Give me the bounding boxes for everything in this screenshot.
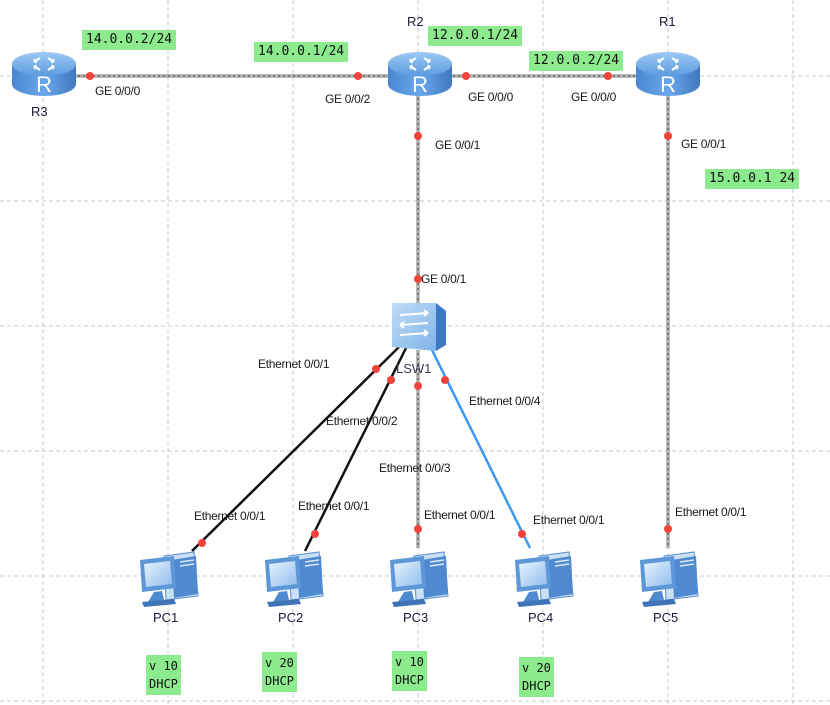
port-label-pc3-e001: Ethernet 0/0/1 [424, 508, 496, 522]
port-dot-pc2-e001[interactable] [311, 530, 319, 538]
port-label-r1-ge000: GE 0/0/0 [571, 90, 616, 104]
device-label-r2: R2 [407, 14, 424, 29]
port-label-pc2-e001: Ethernet 0/0/1 [298, 499, 370, 513]
pc1-icon[interactable] [139, 551, 199, 608]
port-label-r3-ge000: GE 0/0/0 [95, 84, 140, 98]
port-label-lsw1-e004: Ethernet 0/0/4 [469, 394, 541, 408]
ip-label-r1-to-pc5[interactable]: 15.0.0.1 24 [705, 169, 800, 189]
ip-label-r2-to-r3[interactable]: 14.0.0.1/24 [254, 42, 349, 62]
port-dot-lsw1-e002[interactable] [387, 376, 395, 384]
port-dot-lsw1-e001[interactable] [372, 365, 380, 373]
port-label-pc1-e001: Ethernet 0/0/1 [194, 509, 266, 523]
pc5-icon[interactable] [639, 551, 699, 608]
port-dots [86, 72, 672, 547]
switch-lsw1-icon[interactable] [392, 303, 446, 351]
port-dot-r1-ge001[interactable] [664, 132, 672, 140]
device-label-r1: R1 [659, 14, 676, 29]
router-r2-icon[interactable] [387, 51, 453, 98]
router-r1-icon[interactable] [635, 51, 701, 98]
port-dot-r1-ge000[interactable] [604, 72, 612, 80]
device-label-pc4: PC4 [528, 610, 554, 625]
port-label-lsw1-ge001: GE 0/0/1 [421, 272, 466, 286]
port-dot-r2-ge002[interactable] [354, 72, 362, 80]
port-dot-r2-ge000[interactable] [462, 72, 470, 80]
port-label-lsw1-e002: Ethernet 0/0/2 [326, 414, 398, 428]
port-dot-r3-ge000[interactable] [86, 72, 94, 80]
device-label-pc5: PC5 [653, 610, 679, 625]
port-label-pc5-e001: Ethernet 0/0/1 [675, 505, 747, 519]
port-label-lsw1-e003: Ethernet 0/0/3 [379, 461, 451, 475]
link-lsw1-pc1[interactable] [191, 345, 401, 552]
port-label-pc4-e001: Ethernet 0/0/1 [533, 513, 605, 527]
pc1-vlan-note[interactable]: v 10 DHCP [146, 655, 181, 695]
pc3-icon[interactable] [389, 551, 449, 608]
device-label-pc1: PC1 [153, 610, 179, 625]
pc2-vlan-note[interactable]: v 20 DHCP [262, 652, 297, 692]
port-dot-pc1-e001[interactable] [198, 539, 206, 547]
port-dot-lsw1-e003[interactable] [414, 382, 422, 390]
pc4-icon[interactable] [514, 551, 574, 608]
ip-label-r3[interactable]: 14.0.0.2/24 [82, 30, 177, 50]
port-label-r1-ge001: GE 0/0/1 [681, 137, 726, 151]
router-r3-icon[interactable] [11, 51, 77, 98]
port-dot-pc5-e001[interactable] [664, 525, 672, 533]
ip-label-r1-to-r2[interactable]: 12.0.0.2/24 [529, 51, 624, 71]
port-dot-pc4-e001[interactable] [518, 530, 526, 538]
device-label-lsw1: LSW1 [396, 361, 432, 376]
port-label-r2-ge002: GE 0/0/2 [325, 92, 370, 106]
device-label-pc2: PC2 [278, 610, 304, 625]
device-label-pc3: PC3 [403, 610, 429, 625]
device-label-r3: R3 [31, 104, 48, 119]
port-dot-r2-ge001[interactable] [414, 132, 422, 140]
ip-label-r2-to-r1[interactable]: 12.0.0.1/24 [428, 26, 523, 46]
link-lsw1-pc4[interactable] [430, 349, 532, 549]
pc4-vlan-note[interactable]: v 20 DHCP [519, 657, 554, 697]
port-dot-lsw1-e004[interactable] [441, 376, 449, 384]
port-dot-pc3-e001[interactable] [414, 525, 422, 533]
port-dot-lsw1-ge001[interactable] [414, 275, 422, 283]
port-label-r2-ge000: GE 0/0/0 [468, 90, 513, 104]
pc3-vlan-note[interactable]: v 10 DHCP [392, 651, 427, 691]
port-label-r2-ge001: GE 0/0/1 [435, 138, 480, 152]
pc2-icon[interactable] [264, 551, 324, 608]
port-label-lsw1-e001: Ethernet 0/0/1 [258, 357, 330, 371]
